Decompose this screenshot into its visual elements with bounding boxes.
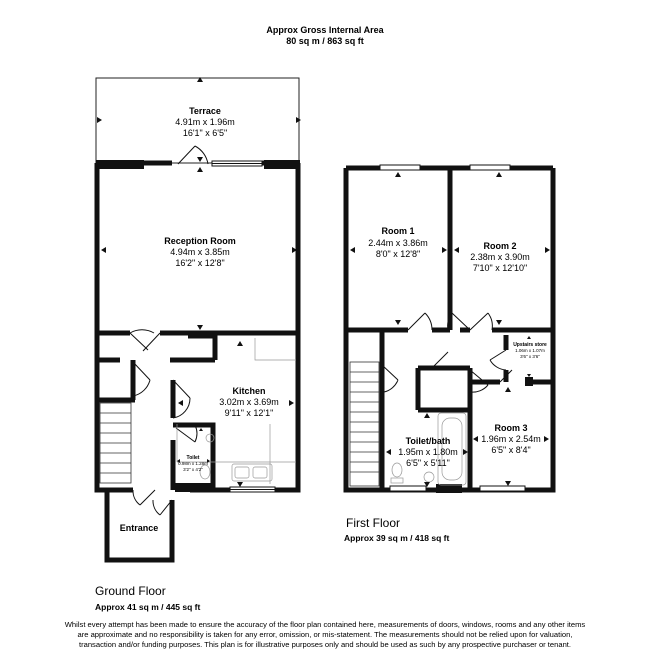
store-metric: 1.06m x 1.07m: [515, 348, 545, 353]
room2-metric: 2.38m x 3.90m: [470, 252, 530, 262]
first-floor-label: First Floor: [346, 516, 400, 530]
room2-imperial: 7'10" x 12'10": [473, 263, 527, 273]
room1-metric: 2.44m x 3.86m: [368, 238, 428, 248]
ground-floor-label: Ground Floor: [95, 584, 166, 598]
gross-area-value: 80 sq m / 863 sq ft: [286, 36, 364, 46]
room2-name: Room 2: [483, 241, 516, 251]
ground-dimension-arrows: [97, 77, 301, 487]
reception-metric: 4.94m x 3.85m: [170, 247, 230, 257]
reception-name: Reception Room: [164, 236, 236, 246]
room1-name: Room 1: [381, 226, 414, 236]
toilet-name: Toilet: [187, 455, 200, 461]
store-wall-block: [525, 377, 533, 386]
toilet-metric: 0.98m x 1.28m: [178, 461, 208, 466]
room3-metric: 1.96m x 2.54m: [481, 434, 541, 444]
room3-imperial: 6'5" x 8'4": [491, 445, 530, 455]
toiletbath-imperial: 6'5" x 5'11": [406, 458, 450, 468]
store-name: Upstairs store: [513, 342, 547, 348]
disclaimer-text: Whilst every attempt has been made to en…: [64, 620, 586, 649]
kitchen-fittings: [176, 338, 296, 484]
ground-wall-block: [175, 483, 215, 492]
reception-imperial: 16'2" x 12'8": [175, 258, 224, 268]
reception-wall-block-left: [96, 160, 144, 169]
ground-floor-plan: Terrace 4.91m x 1.96m 16'1" x 6'5" Recep…: [94, 77, 301, 563]
terrace-name: Terrace: [189, 106, 221, 116]
toiletbath-metric: 1.95m x 1.80m: [398, 447, 458, 457]
first-floor-plan: Room 1 2.44m x 3.86m 8'0" x 12'8" Room 2…: [343, 164, 556, 493]
ground-doors: [129, 329, 198, 516]
reception-window: [211, 160, 263, 167]
first-doors: [381, 312, 513, 393]
first-wall-block: [436, 484, 462, 493]
ground-floor-area: Approx 41 sq m / 445 sq ft: [95, 602, 201, 612]
kitchen-metric: 3.02m x 3.69m: [219, 397, 279, 407]
entrance-name: Entrance: [120, 523, 159, 533]
toilet-imperial: 3'2" x 4'2": [183, 467, 203, 472]
ground-stairs: [99, 402, 132, 484]
kitchen-window: [229, 486, 276, 493]
store-imperial: 3'6" x 3'6": [520, 354, 540, 359]
terrace-imperial: 16'1" x 6'5": [183, 128, 227, 138]
room3-name: Room 3: [494, 423, 527, 433]
first-stairs: [349, 361, 380, 487]
kitchen-name: Kitchen: [232, 386, 265, 396]
gross-area-title: Approx Gross Internal Area: [266, 25, 384, 35]
kitchen-imperial: 9'11" x 12'1": [225, 408, 274, 418]
first-floor-area: Approx 39 sq m / 418 sq ft: [344, 533, 450, 543]
first-dimension-arrows: [350, 172, 550, 487]
toiletbath-name: Toilet/bath: [406, 436, 451, 446]
first-windows: [379, 164, 526, 492]
ground-lower-walls: [94, 333, 301, 563]
room1-imperial: 8'0" x 12'8": [376, 249, 420, 259]
terrace-door: [177, 145, 209, 165]
reception-wall-block-right: [264, 160, 300, 169]
terrace-metric: 4.91m x 1.96m: [175, 117, 235, 127]
